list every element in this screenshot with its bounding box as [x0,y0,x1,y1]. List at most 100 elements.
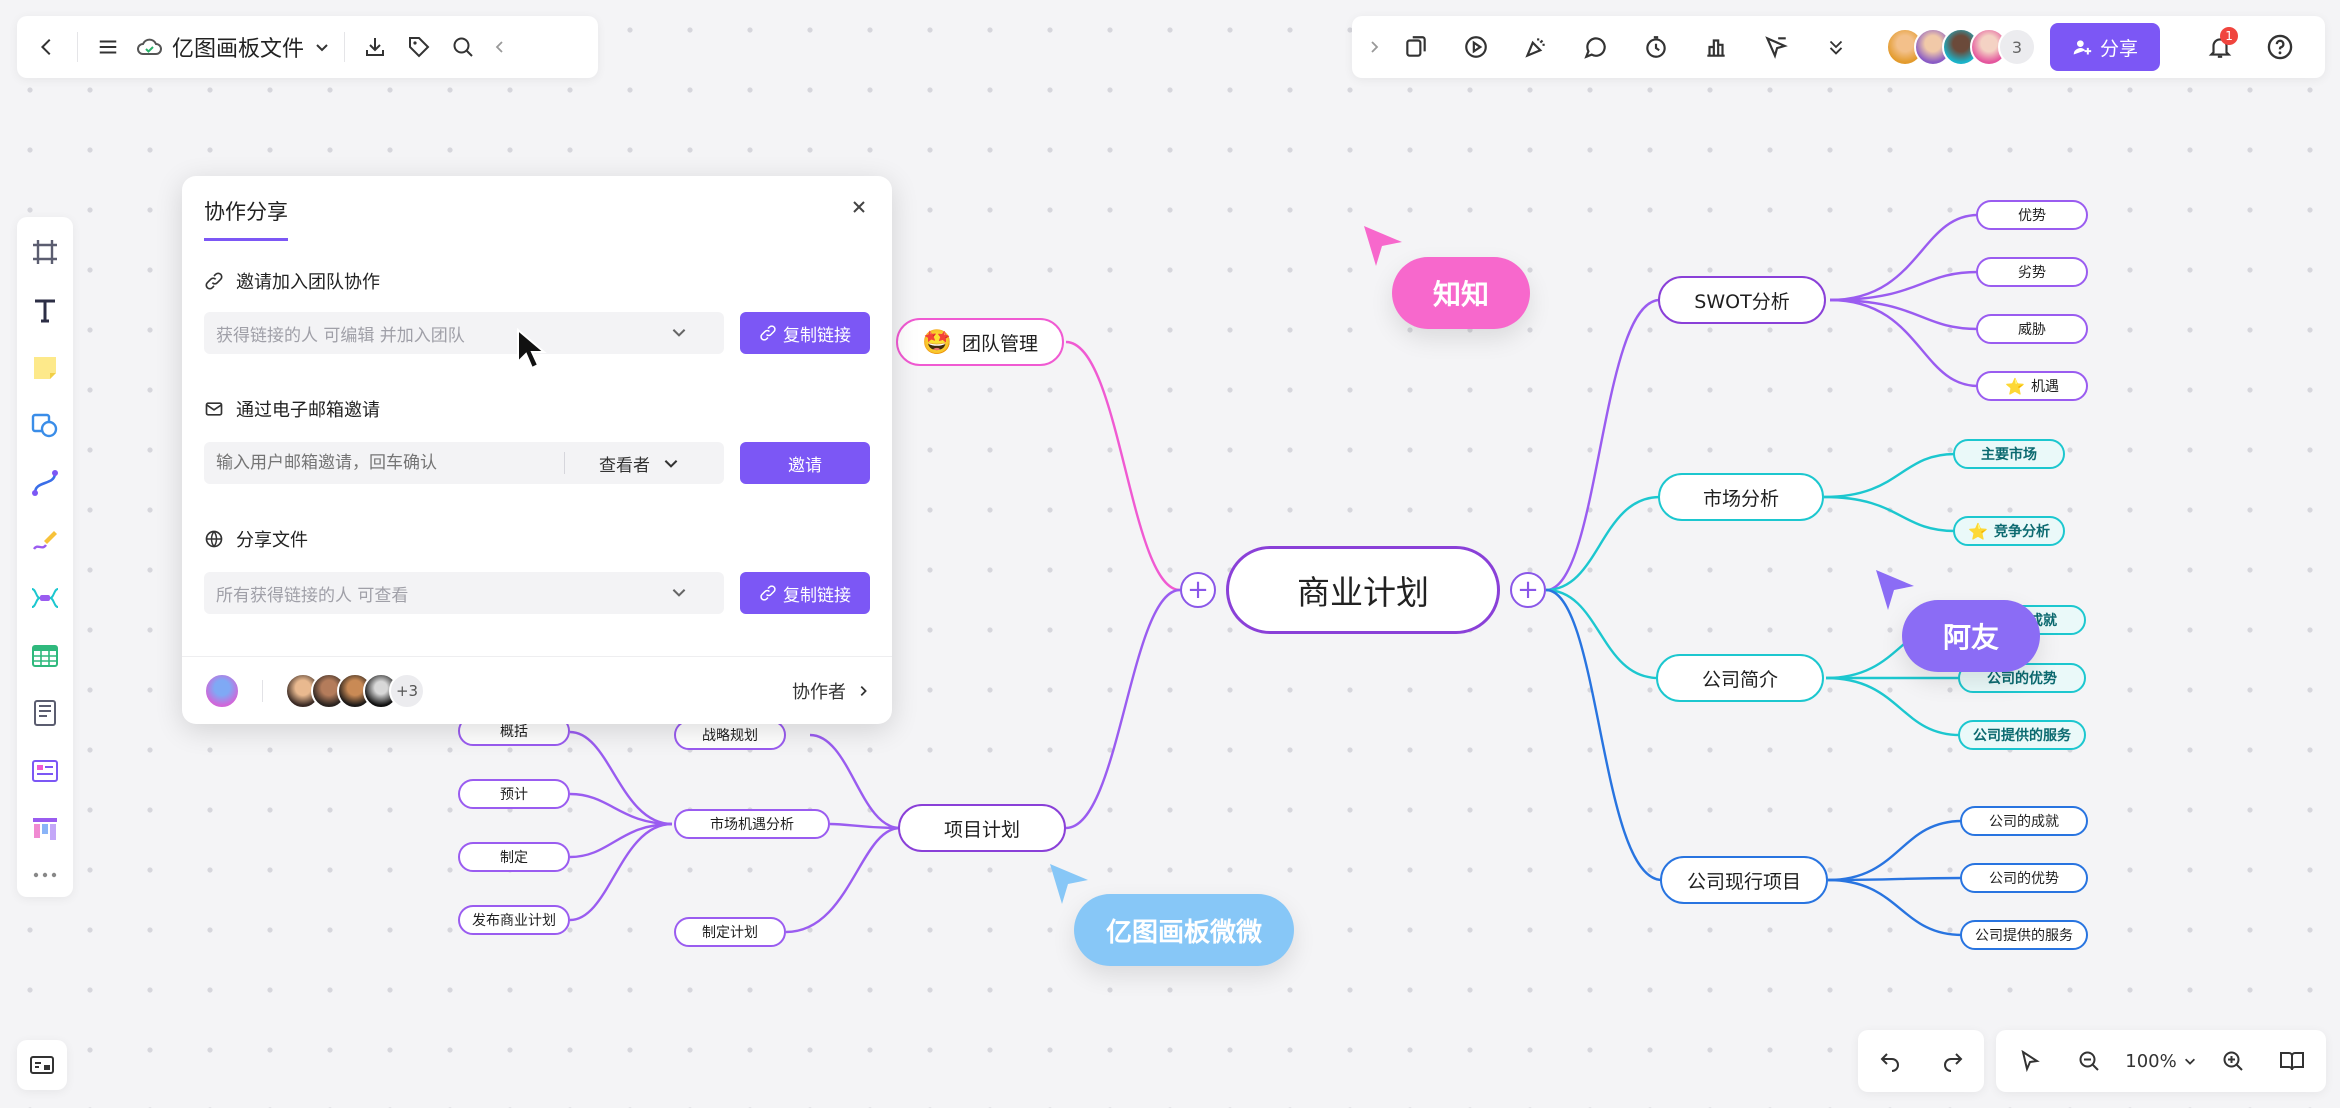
reading-mode-button[interactable] [2270,1039,2314,1083]
role-select[interactable]: 查看者 [565,451,680,476]
leaf-publish[interactable]: 发布商业计划 [458,905,570,935]
notifications-button[interactable]: 1 [2198,25,2242,69]
back-button[interactable] [25,25,69,69]
leaf-weakness[interactable]: 劣势 [1976,257,2088,287]
invite-team-section-title: 邀请加入团队协作 [204,268,380,294]
opportunity-label: 市场机遇分析 [710,817,794,833]
connector-publish [569,822,673,922]
text-tool-button[interactable] [23,285,67,336]
node-team-mgmt[interactable]: 🤩 团队管理 [896,318,1064,366]
collaborator-avatar-group[interactable]: +3 [285,672,425,709]
share-button[interactable]: 分享 [2050,23,2161,71]
download-button[interactable] [353,25,397,69]
book-icon [2279,1052,2304,1071]
vote-button[interactable] [1694,25,1738,69]
comment-button[interactable] [1574,25,1618,69]
chevron-down-icon [672,329,686,337]
leaf-proj-services[interactable]: 公司提供的服务 [1960,920,2088,950]
leaf-opportunity[interactable]: 市场机遇分析 [674,809,830,839]
left-tool-palette [17,217,73,897]
node-current-projects[interactable]: 公司现行项目 [1660,856,1828,904]
copy-team-link-button[interactable]: 复制链接 [740,312,870,354]
zoom-in-icon [2223,1051,2244,1071]
collaborator-avatars[interactable]: 3 [1886,28,2036,66]
tag-button[interactable] [397,25,441,69]
card-tool-button[interactable] [23,746,67,797]
sticky-note-tool-button[interactable] [23,342,67,393]
copy-link-label: 复制链接 [783,585,851,606]
share-file-title: 分享文件 [236,530,308,551]
strength-label: 优势 [2018,208,2046,224]
invite-label: 邀请 [788,455,822,476]
expand-left-plus-icon[interactable]: + [1180,572,1216,608]
zoom-out-icon [2079,1051,2099,1071]
invite-team-permission-select[interactable]: 获得链接的人 可编辑 并加入团队 [204,312,724,354]
collapse-toolbar-button[interactable] [485,25,515,69]
leaf-proj-advantage[interactable]: 公司的优势 [1960,863,2088,893]
follow-cursor-button[interactable] [1754,25,1798,69]
share-file-permission-select[interactable]: 所有获得链接的人 可查看 [204,572,724,614]
expand-right-plus-icon[interactable]: + [1510,572,1546,608]
close-button[interactable] [842,190,876,224]
document-tool-button[interactable] [23,688,67,739]
undo-button[interactable] [1868,1039,1912,1083]
template-button[interactable] [1394,25,1438,69]
kanban-tool-button[interactable] [23,803,67,854]
help-button[interactable] [2258,25,2302,69]
collaborators-link[interactable]: 协作者 [792,678,870,704]
menu-button[interactable] [86,25,130,69]
pen-tool-button[interactable] [23,515,67,566]
more-tools-button[interactable] [1814,25,1858,69]
invite-button[interactable]: 邀请 [740,442,870,484]
leaf-opportunity2[interactable]: ⭐ 机遇 [1976,371,2088,401]
leaf-budget[interactable]: 预计 [458,779,570,809]
comment-icon [1584,37,1606,59]
collaborators-label: 协作者 [792,681,846,703]
leaf-strategy[interactable]: 战略规划 [674,720,786,750]
present-button[interactable] [1454,25,1498,69]
ayou-label: 阿友 [1942,621,1999,654]
play-circle-icon [1465,36,1487,58]
zoom-in-button[interactable] [2211,1039,2255,1083]
expand-toolbar-button[interactable] [1360,25,1388,69]
mindmap-center-node[interactable]: 商业计划 [1226,546,1500,634]
leaf-main-market[interactable]: 主要市场 [1953,439,2065,469]
redo-button[interactable] [1931,1039,1975,1083]
copy-file-link-button[interactable]: 复制链接 [740,572,870,614]
select-mode-button[interactable] [2008,1039,2052,1083]
more-tools-button[interactable] [23,861,67,890]
timer-button[interactable] [1634,25,1678,69]
owner-avatar [204,672,240,709]
zoom-level-dropdown[interactable]: 100% [2125,1051,2196,1072]
leaf-strength[interactable]: 优势 [1976,200,2088,230]
formulate-label: 制定 [500,850,528,866]
email-input[interactable] [204,442,564,484]
template-icon [1406,36,1426,57]
frame-tool-button[interactable] [23,227,67,278]
collaborator-count-badge: 3 [1998,28,2036,66]
leaf-proj-achievement[interactable]: 公司的成就 [1960,806,2088,836]
zoom-out-button[interactable] [2067,1039,2111,1083]
node-company-intro[interactable]: 公司简介 [1656,654,1824,702]
connector-proj-advantage [1827,876,1963,882]
file-title-dropdown[interactable]: 亿图画板文件 [130,31,336,63]
timer-icon [1646,36,1666,58]
leaf-competition[interactable]: ⭐ 竞争分析 [1953,516,2065,546]
connector-tool-button[interactable] [23,458,67,509]
leaf-formulate[interactable]: 制定 [458,842,570,872]
document-icon [34,700,56,727]
search-button[interactable] [441,25,485,69]
celebrate-button[interactable] [1514,25,1558,69]
node-project-plan[interactable]: 项目计划 [898,804,1066,852]
table-tool-button[interactable] [23,630,67,681]
tab-collab-share[interactable]: 协作分享 [204,196,288,241]
node-swot[interactable]: SWOT分析 [1658,276,1826,324]
mindmap-tool-button[interactable] [23,573,67,624]
shape-tool-button[interactable] [23,400,67,451]
leaf-threat[interactable]: 威胁 [1976,314,2088,344]
node-market[interactable]: 市场分析 [1658,473,1824,521]
leaf-intro-services[interactable]: 公司提供的服务 [1958,720,2086,750]
leaf-make-plan[interactable]: 制定计划 [674,917,786,947]
minimap-toggle-button[interactable] [17,1040,67,1090]
